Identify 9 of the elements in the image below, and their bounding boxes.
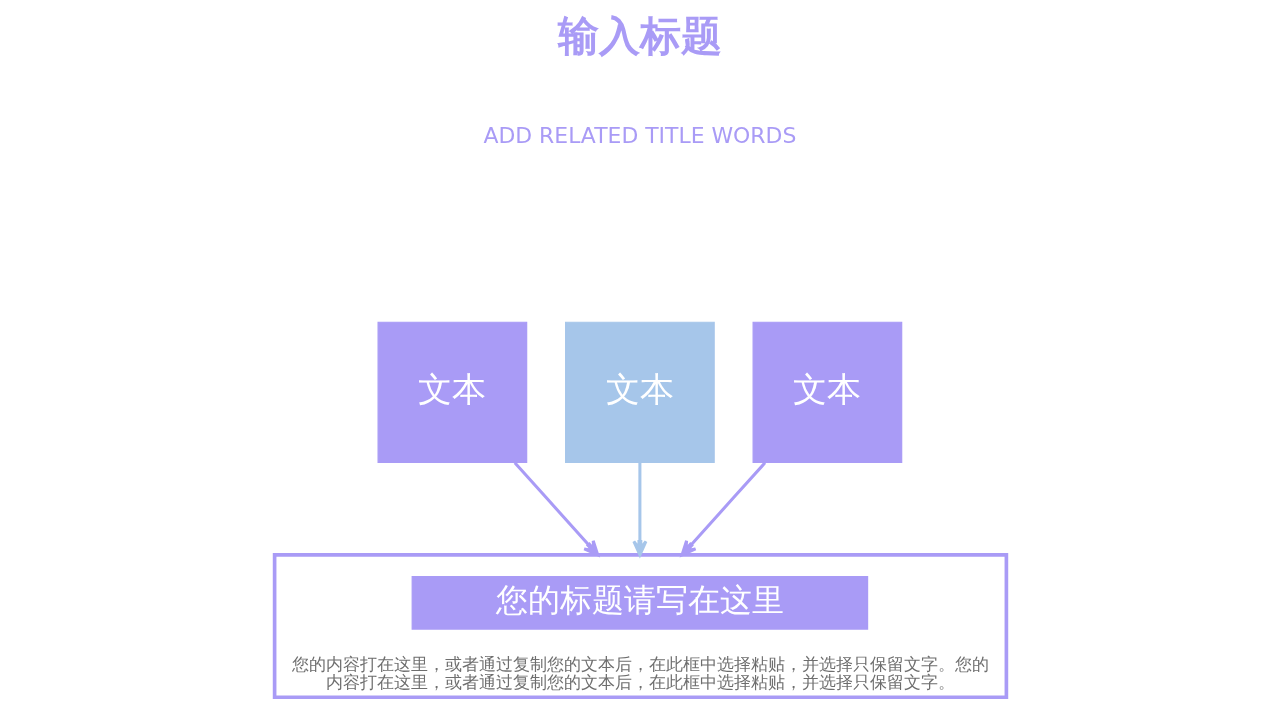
arrow <box>513 461 599 557</box>
node-box: 文本 <box>564 321 715 463</box>
arrow <box>680 461 766 557</box>
diagram-title: 输入标题 <box>557 11 722 60</box>
node-box: 您的标题请写在这里 <box>411 576 868 630</box>
label: ADD RELATED TITLE WORDS <box>482 123 796 149</box>
arrow <box>631 462 647 557</box>
node-box: 文本 <box>377 321 527 463</box>
node-box: 文本 <box>752 321 902 463</box>
